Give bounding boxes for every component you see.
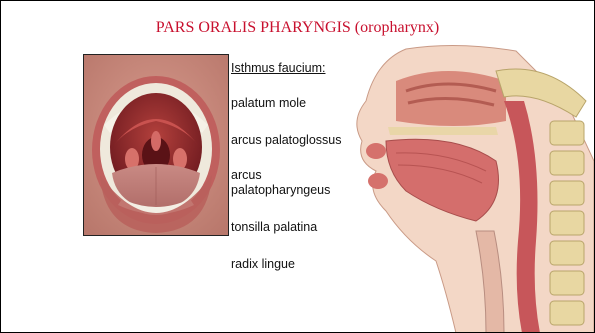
open-mouth-photo (83, 54, 229, 236)
label-arcus-palatoglossus: arcus palatoglossus (231, 133, 341, 148)
slide-title: PARS ORALIS PHARYNGIS (oropharynx) (1, 19, 594, 37)
label-palatum-mole: palatum mole (231, 96, 306, 111)
open-mouth-illustration (84, 55, 228, 235)
label-radix-lingue: radix lingue (231, 257, 295, 272)
label-tonsilla-palatina: tonsilla palatina (231, 220, 317, 235)
sagittal-section-illustration (336, 41, 594, 333)
head-neck-section-icon (336, 41, 594, 333)
label-arcus-palatopharyngeus: arcus palatopharyngeus (231, 168, 330, 198)
label-heading: Isthmus faucium: (231, 61, 325, 76)
